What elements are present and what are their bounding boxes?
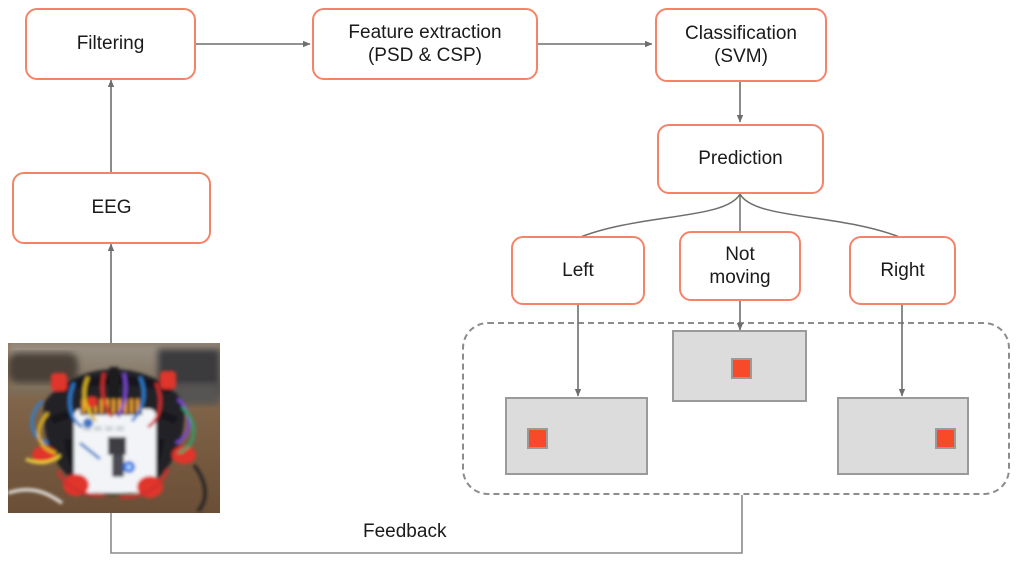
node-classification[interactable]: Classification (SVM): [655, 8, 827, 82]
node-filtering[interactable]: Filtering: [25, 8, 196, 80]
screen-center: [672, 330, 807, 402]
node-feature-extraction-label: Feature extraction (PSD & CSP): [348, 21, 502, 66]
node-not-moving[interactable]: Not moving: [679, 231, 801, 301]
node-eeg[interactable]: EEG: [12, 172, 211, 244]
node-filtering-label: Filtering: [76, 33, 145, 55]
node-right-label: Right: [880, 259, 925, 281]
eeg-headset-photo-art: [8, 343, 220, 513]
eeg-headset-photo: [8, 343, 220, 513]
cursor-square-left: [527, 428, 548, 449]
screen-right: [837, 397, 969, 475]
cursor-square-center: [731, 358, 752, 379]
node-prediction-label: Prediction: [698, 148, 783, 170]
node-right[interactable]: Right: [849, 236, 956, 305]
node-classification-label: Classification (SVM): [685, 22, 797, 67]
cursor-square-right: [935, 428, 956, 449]
node-left-label: Left: [562, 259, 594, 281]
node-left[interactable]: Left: [511, 236, 645, 305]
node-feature-extraction[interactable]: Feature extraction (PSD & CSP): [312, 8, 538, 80]
screen-group-region: [462, 322, 1010, 495]
node-not-moving-label: Not moving: [709, 243, 771, 288]
feedback-label: Feedback: [355, 521, 455, 543]
node-eeg-label: EEG: [91, 197, 132, 219]
node-prediction[interactable]: Prediction: [657, 124, 824, 194]
screen-left: [505, 397, 648, 475]
